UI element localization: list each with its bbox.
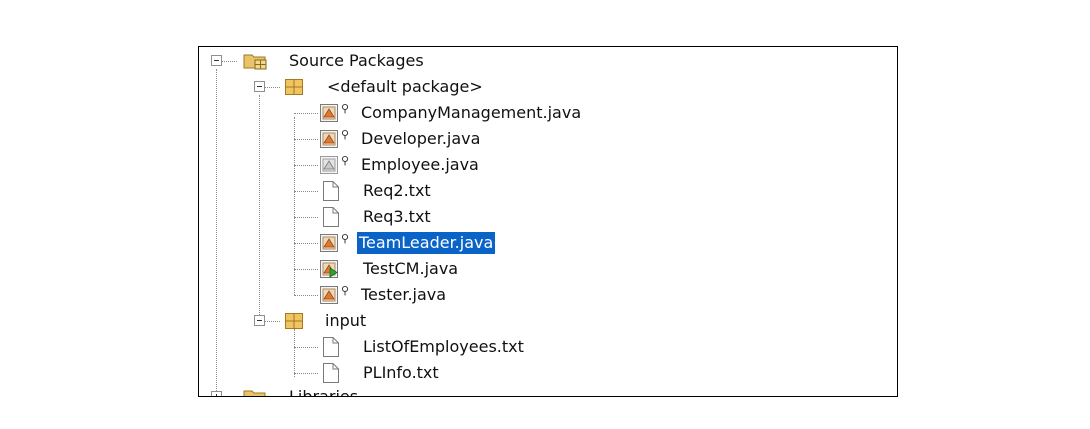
package-icon: [285, 79, 303, 95]
tree-node-file[interactable]: TestCM.java: [199, 258, 897, 280]
text-file-icon: [323, 337, 339, 357]
versioned-link-icon: ⚲: [341, 232, 350, 245]
tree-node-default-package[interactable]: <default package>: [199, 76, 897, 98]
tree-node-file-selected[interactable]: ⚲ TeamLeader.java: [199, 232, 897, 254]
tree-line: [294, 243, 318, 244]
tree-node-file[interactable]: ListOfEmployees.txt: [199, 336, 897, 358]
tree-line: [221, 61, 237, 62]
tree-line: [216, 69, 217, 396]
tree-node-label: Tester.java: [361, 285, 447, 304]
tree-node-file[interactable]: ⚲ CompanyManagement.java: [199, 102, 897, 124]
tree-node-label: Req2.txt: [363, 181, 431, 200]
tree-node-label: Source Packages: [289, 51, 424, 70]
tree-line: [294, 373, 318, 374]
tree-node-file[interactable]: ⚲ Tester.java: [199, 284, 897, 306]
text-file-icon: [323, 207, 339, 227]
java-abstract-class-icon: [320, 156, 338, 174]
project-tree-panel: Source Packages <default package> ⚲ Comp…: [198, 46, 898, 397]
tree-line: [265, 87, 280, 88]
package-icon: [285, 313, 303, 329]
expand-toggle[interactable]: [211, 391, 222, 396]
tree-node-file[interactable]: PLInfo.txt: [199, 362, 897, 384]
tree-node-input-package[interactable]: input: [199, 310, 897, 332]
versioned-link-icon: ⚲: [341, 102, 350, 115]
source-folder-icon: [243, 54, 267, 70]
tree-line: [294, 329, 295, 377]
java-class-icon: [320, 286, 338, 304]
tree-node-source-packages[interactable]: Source Packages: [199, 50, 897, 72]
tree-line: [294, 217, 318, 218]
versioned-link-icon: ⚲: [341, 128, 350, 141]
tree-line: [294, 113, 318, 114]
tree-node-file[interactable]: Req3.txt: [199, 206, 897, 228]
tree-node-file[interactable]: Req2.txt: [199, 180, 897, 202]
collapse-toggle[interactable]: [254, 81, 265, 92]
tree-line: [294, 165, 318, 166]
tree-node-label: Libraries: [289, 387, 359, 397]
versioned-link-icon: ⚲: [341, 154, 350, 167]
libraries-folder-icon: [243, 390, 266, 396]
tree-node-label: <default package>: [327, 77, 483, 96]
java-main-class-icon: [320, 260, 338, 278]
tree-node-label: Employee.java: [361, 155, 479, 174]
tree-node-label: TeamLeader.java: [357, 232, 496, 254]
tree-node-label: Developer.java: [361, 129, 481, 148]
tree-line: [294, 117, 295, 295]
collapse-toggle[interactable]: [211, 55, 222, 66]
tree-node-label: CompanyManagement.java: [361, 103, 582, 122]
tree-line: [294, 295, 318, 296]
tree-line: [265, 321, 280, 322]
project-tree: Source Packages <default package> ⚲ Comp…: [199, 47, 897, 396]
java-class-icon: [320, 234, 338, 252]
text-file-icon: [323, 363, 339, 383]
tree-node-label: ListOfEmployees.txt: [363, 337, 524, 356]
tree-node-label: Req3.txt: [363, 207, 431, 226]
tree-line: [294, 191, 318, 192]
tree-node-file[interactable]: ⚲ Developer.java: [199, 128, 897, 150]
tree-node-label: TestCM.java: [363, 259, 459, 278]
tree-node-file[interactable]: ⚲ Employee.java: [199, 154, 897, 176]
collapse-toggle[interactable]: [254, 315, 265, 326]
tree-line: [259, 95, 260, 321]
tree-node-label: PLInfo.txt: [363, 363, 439, 382]
tree-node-label: input: [325, 311, 367, 330]
java-class-icon: [320, 130, 338, 148]
text-file-icon: [323, 181, 339, 201]
tree-line: [294, 347, 318, 348]
versioned-link-icon: ⚲: [341, 284, 350, 297]
tree-line: [294, 139, 318, 140]
java-class-icon: [320, 104, 338, 122]
tree-line: [294, 269, 318, 270]
tree-node-libraries[interactable]: Libraries: [199, 386, 897, 397]
